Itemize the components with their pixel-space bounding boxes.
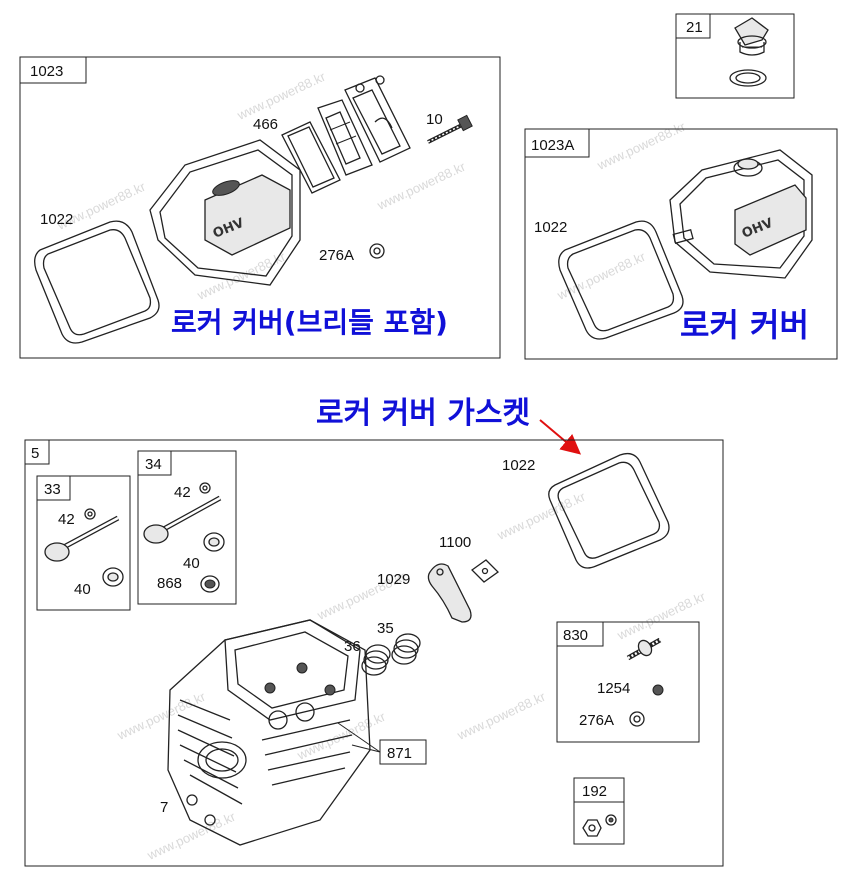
- jam-nut-icon: [652, 684, 664, 696]
- rocker-cover-icon: OHV: [149, 139, 301, 286]
- watermark: www.power88.kr: [494, 489, 588, 544]
- valve-seal-868-icon: [200, 575, 220, 593]
- box-label-5: 5: [31, 445, 39, 462]
- box-34: 34 42 40 868: [137, 450, 237, 605]
- part-label-35: 35: [377, 620, 394, 637]
- gasket-1022-icon: [34, 220, 160, 344]
- part-label-1022: 1022: [534, 219, 567, 236]
- valve-keeper-icon: [199, 482, 211, 494]
- breather-gasket-466-icon: [281, 121, 341, 194]
- box-label-1023: 1023: [30, 63, 63, 80]
- part-label-276a: 276A: [319, 247, 354, 264]
- watermark: www.power88.kr: [144, 809, 238, 864]
- watermark: www.power88.kr: [234, 69, 328, 124]
- box-192: 192: [573, 777, 625, 845]
- part-label-42: 42: [58, 511, 75, 528]
- washer-276a-icon: [369, 243, 385, 259]
- box-label-871: 871: [387, 745, 412, 762]
- box-1023: 1023 1022 OHV 466: [19, 56, 501, 359]
- part-label-466: 466: [253, 116, 278, 133]
- rocker-cover-icon: OHV: [669, 149, 813, 279]
- korean-caption-cover-breather: 로커 커버(브리들 포함): [171, 306, 448, 339]
- box-label-21: 21: [686, 19, 703, 36]
- nut-set-icon: [582, 814, 617, 837]
- watermark: www.power88.kr: [294, 709, 388, 764]
- part-label-1100: 1100: [439, 534, 471, 551]
- part-label-7: 7: [160, 799, 168, 816]
- valve-spring-icon: [361, 644, 391, 676]
- part-label-40: 40: [74, 581, 91, 598]
- part-label-40: 40: [183, 555, 200, 572]
- box-830: 830 1254 276A: [556, 621, 700, 743]
- part-label-868: 868: [157, 575, 182, 592]
- rocker-stud-icon: [626, 637, 662, 661]
- korean-caption-gasket: 로커 커버 가스켓: [316, 396, 530, 431]
- box-21: 21: [675, 13, 795, 99]
- valve-spring-icon: [391, 633, 421, 665]
- oil-cap-seal-icon: [729, 69, 767, 87]
- part-label-1254: 1254: [597, 680, 630, 697]
- box-label-830: 830: [563, 627, 588, 644]
- watermark: www.power88.kr: [454, 689, 548, 744]
- box-label-192: 192: [582, 783, 607, 800]
- valve-icon: [44, 515, 120, 562]
- oil-cap-icon: [734, 17, 769, 56]
- rocker-arm-icon: [427, 563, 472, 623]
- washer-276a-icon: [629, 711, 645, 727]
- korean-caption-cover: 로커 커버: [680, 306, 809, 344]
- part-label-1022: 1022: [502, 457, 535, 474]
- valve-keeper-icon: [84, 508, 96, 520]
- valve-seal-icon: [203, 532, 225, 552]
- part-label-1022: 1022: [40, 211, 73, 228]
- gasket-1022-icon: [558, 220, 684, 340]
- valve-seal-icon: [102, 567, 124, 587]
- watermark: www.power88.kr: [614, 589, 708, 644]
- part-label-10: 10: [426, 111, 443, 128]
- screw-10-icon: [427, 114, 473, 144]
- watermark: www.power88.kr: [194, 249, 288, 304]
- pointer-arrow: [539, 419, 582, 455]
- callout-871: 871: [337, 722, 427, 765]
- box-1023a: 1023A 1022 OHV 로커 커버: [524, 128, 838, 360]
- box-label-1023a: 1023A: [531, 137, 574, 154]
- watermark: www.power88.kr: [594, 119, 688, 174]
- watermark: www.power88.kr: [114, 689, 208, 744]
- breather-icon: [317, 99, 373, 176]
- box-label-34: 34: [145, 456, 162, 473]
- part-label-42: 42: [174, 484, 191, 501]
- box-label-33: 33: [44, 481, 61, 498]
- breather-cover-icon: [344, 75, 411, 163]
- gasket-1022-icon: [548, 452, 670, 569]
- part-label-1029: 1029: [377, 571, 410, 588]
- cylinder-head-icon: [167, 619, 371, 846]
- box-33: 33 42 40: [36, 475, 131, 611]
- watermark: www.power88.kr: [554, 249, 648, 304]
- watermark: www.power88.kr: [374, 159, 468, 214]
- box-5: 5 1022 33 42 40: [24, 439, 724, 867]
- valve-icon: [143, 495, 222, 544]
- rocker-pivot-icon: [470, 559, 500, 583]
- part-label-276a: 276A: [579, 712, 614, 729]
